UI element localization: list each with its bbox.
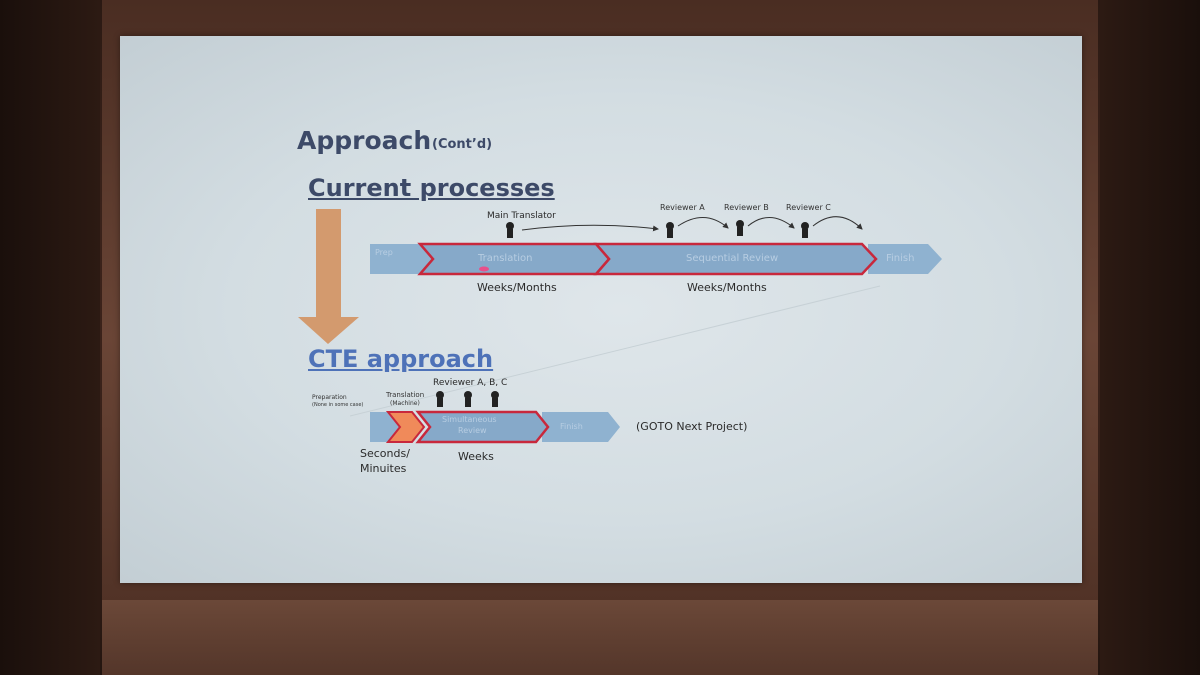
screen-bottom-border (102, 600, 1098, 675)
translation-duration: Weeks/Months (477, 281, 557, 294)
cte-approach-heading: CTE approach (308, 345, 494, 373)
main-translator-label: Main Translator (487, 211, 556, 221)
person-icon (736, 220, 744, 236)
person-icon (666, 222, 674, 238)
current-step-prep-label: Prep (375, 248, 393, 257)
current-processes-heading: Current processes (308, 174, 555, 202)
slide-title: Approach (297, 126, 432, 155)
machine-duration-line1: Seconds/ (360, 447, 410, 460)
cte-step-review (415, 410, 550, 444)
current-step-finish-label: Finish (886, 253, 915, 264)
process-diagram (298, 209, 942, 444)
reviewer-b-label: Reviewer B (724, 203, 769, 212)
current-step-prep (370, 244, 435, 274)
person-icon (436, 391, 444, 407)
preparation-note: (None in some case) (312, 402, 364, 408)
cte-review-label-1: Simultaneous (442, 415, 497, 424)
cte-step-translation (385, 411, 426, 443)
reviewer-a-label: Reviewer A (660, 203, 705, 212)
cte-process-flow (370, 410, 620, 444)
room-wall-left (0, 0, 100, 675)
slide-title-suffix: (Cont’d) (432, 137, 493, 152)
handoff-arrows (521, 216, 863, 232)
person-icon (464, 391, 472, 407)
review-duration: Weeks/Months (687, 281, 767, 294)
person-icon (801, 222, 809, 238)
current-process-flow (370, 242, 942, 276)
room-wall-right (1100, 0, 1200, 675)
projection-screen: Approach (Cont’d) Current processes CTE … (120, 36, 1082, 583)
cte-finish-label: Finish (560, 422, 583, 431)
reviewer-c-label: Reviewer C (786, 203, 831, 212)
person-icon (506, 222, 514, 238)
machine-duration-line2: Minuites (360, 462, 407, 475)
cte-review-duration: Weeks (458, 450, 494, 463)
current-step-translation (417, 242, 611, 276)
cte-step-finish (542, 412, 620, 442)
goto-next-project: (GOTO Next Project) (636, 420, 748, 433)
cte-review-label-2: Review (458, 426, 487, 435)
preparation-label: Preparation (312, 394, 347, 401)
person-icon (491, 391, 499, 407)
translation-machine-label: Translation (386, 391, 425, 399)
current-step-translation-label: Translation (478, 253, 533, 264)
current-step-review-label: Sequential Review (686, 253, 779, 264)
translation-machine-note: (Machine) (390, 400, 420, 407)
current-step-finish (868, 244, 942, 274)
cte-reviewers-label: Reviewer A, B, C (433, 378, 508, 388)
transition-arrow (298, 209, 359, 344)
